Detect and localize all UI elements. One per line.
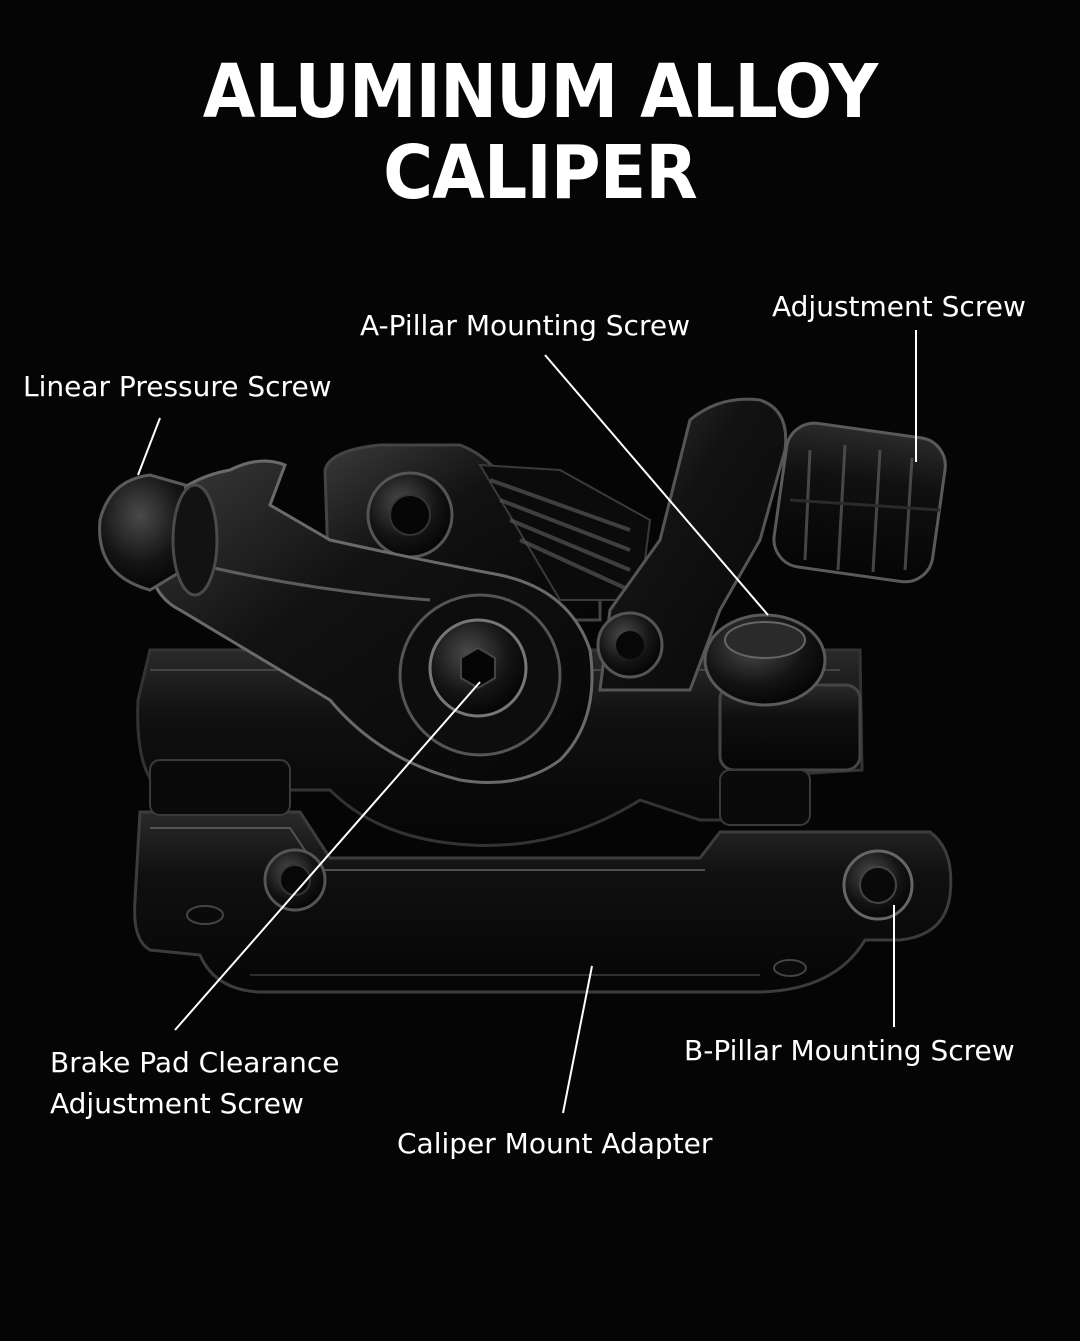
label-adjustment-screw: Adjustment Screw [772,290,1026,323]
linear-pressure-screw-shape [98,473,219,597]
a-pillar-screw-shape [703,613,827,707]
page-title: ALUMINUM ALLOY CALIPER [202,49,879,217]
adjustment-screw-shape [772,421,947,584]
leader-line-linear-pressure [137,417,161,476]
caliper-right-arm-shape [596,397,788,692]
caliper-housing-shape [323,443,652,622]
label-b-pillar-mounting-screw: B-Pillar Mounting Screw [684,1034,1015,1067]
label-brake-pad-clearance-line1: Brake Pad Clearance [50,1046,340,1079]
label-brake-pad-clearance-line2: Adjustment Screw [50,1087,304,1120]
label-caliper-mount-adapter: Caliper Mount Adapter [397,1127,713,1160]
caliper-mount-adapter-shape [133,810,953,994]
label-linear-pressure-screw: Linear Pressure Screw [23,370,332,403]
caliper-left-arm-shape [146,459,594,784]
leader-line-a-pillar [544,354,769,616]
leader-line-brake-pad [174,681,481,1031]
label-a-pillar-mounting-screw: A-Pillar Mounting Screw [360,309,690,342]
leader-line-mount-adapter [562,965,593,1114]
